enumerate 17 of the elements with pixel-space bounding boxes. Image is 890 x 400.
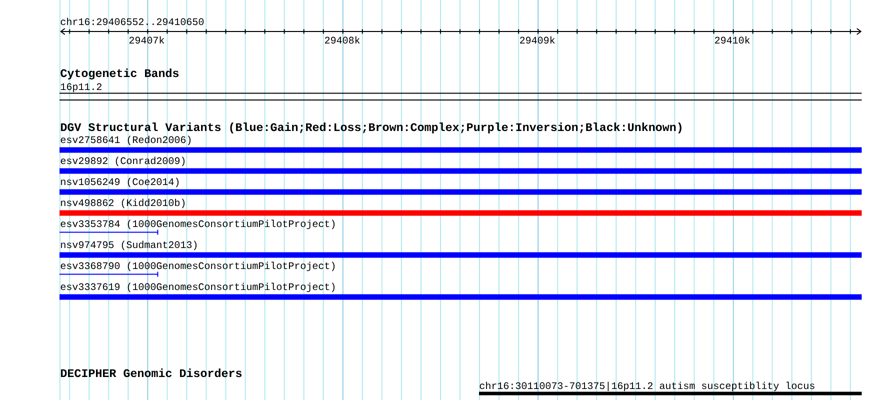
axis-label: 29407k <box>129 36 164 44</box>
location-label: chr16:29406552..29410650 <box>60 18 204 26</box>
axis-label: 29409k <box>520 36 555 44</box>
feature-label: esv3368790 (1000GenomesConsortiumPilotProject) <box>60 262 335 272</box>
axis-label: 29408k <box>325 36 360 44</box>
track-title: DECIPHER Genomic Disorders <box>60 368 242 378</box>
feature-label: nsv498862 (Kidd2010b) <box>61 198 185 208</box>
feature-label: 16p11.2 <box>60 83 102 92</box>
feature-label: esv2758641 (Redon2006) <box>60 136 191 146</box>
feature-label: esv3353784 (1000GenomesConsortiumPilotProject) <box>60 220 335 230</box>
feature-label: esv3337619 (1000GenomesConsortiumPilotProject) <box>60 282 335 292</box>
track-title: DGV Structural Variants (Blue:Gain;Red:Loss;Brown:Complex;Purple:Inversion;Black:Unknown) <box>60 122 682 134</box>
feature-label: nsv974795 (Sudmant2013) <box>61 240 197 250</box>
feature-label: nsv1056249 (Coe2014) <box>61 178 179 188</box>
feature-label: chr16:30110073-701375|16p11.2 autism susceptiblity locus <box>480 382 814 392</box>
feature-label: esv29892 (Conrad2009) <box>60 156 185 166</box>
axis-label: 29410k <box>715 36 750 44</box>
